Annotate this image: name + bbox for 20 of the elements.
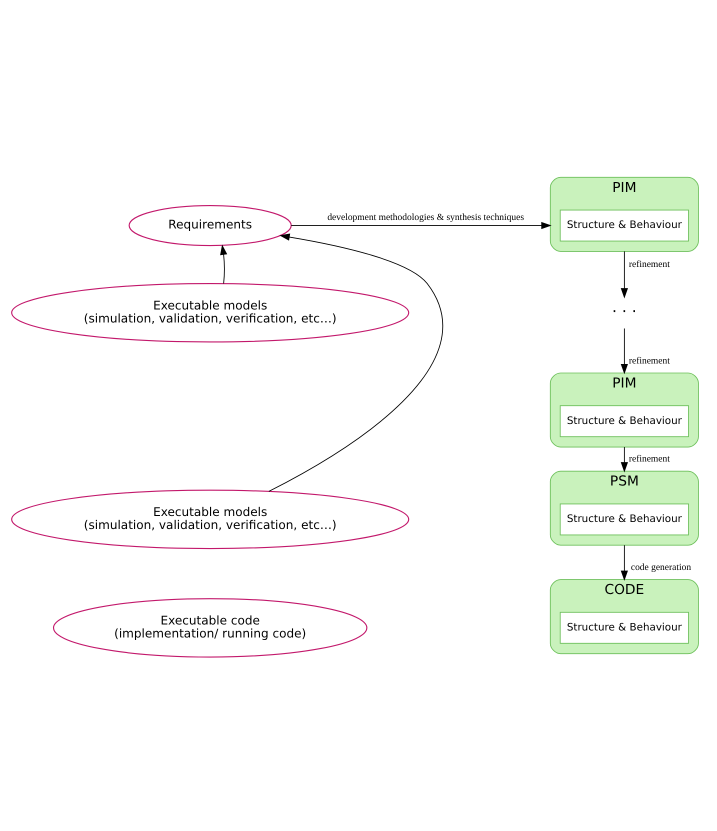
arrow [620, 328, 628, 374]
node-box: Structure & Behaviour [560, 405, 689, 438]
edge-label: refinement [628, 454, 670, 465]
arrow [620, 446, 628, 472]
edge-label: refinement [628, 356, 670, 366]
node-ellipse: Executable models (simulation, validation, verification, etc…) [11, 283, 410, 342]
node-box: Structure & Behaviour [560, 612, 689, 644]
node-box: Structure & Behaviour [560, 503, 689, 536]
arrow [620, 544, 628, 581]
node-box: Structure & Behaviour [560, 210, 689, 242]
arrow [220, 244, 228, 284]
node-text: · · · [612, 302, 637, 321]
arrow [268, 234, 444, 492]
edge-label: development methodologies & synthesis techniques [327, 213, 524, 224]
edge-label: code generation [630, 562, 692, 573]
node-ellipse: Executable models (simulation, validation, verification, etc…) [11, 490, 410, 550]
arrow [620, 250, 628, 298]
node-ellipse: Executable code (implementation/ running code) [52, 598, 368, 658]
edge-label: refinement [628, 260, 670, 270]
arrow [290, 222, 552, 230]
